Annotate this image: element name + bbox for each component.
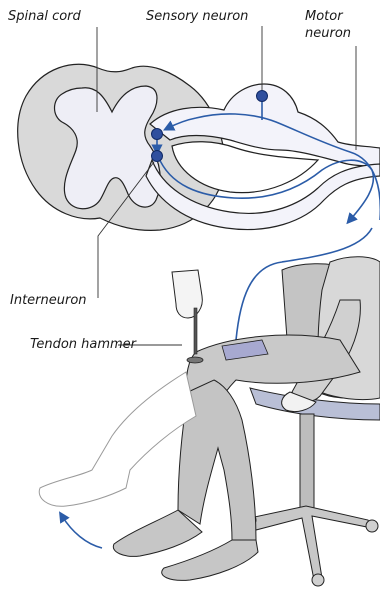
chair-wheel xyxy=(366,520,378,532)
label-motor-neuron-line2: neuron xyxy=(305,26,351,41)
label-interneuron: Interneuron xyxy=(10,293,87,308)
examiner-hand xyxy=(172,270,202,318)
tendon-hammer-handle xyxy=(194,308,197,354)
kicked-leg-ghost xyxy=(39,372,196,506)
chair-column xyxy=(300,414,314,510)
sensory-neuron-cell-body xyxy=(257,91,268,102)
chair-base xyxy=(250,506,372,580)
label-sensory-neuron: Sensory neuron xyxy=(146,9,248,24)
interneuron-cell-body xyxy=(152,129,163,140)
label-motor-neuron-line1: Motor xyxy=(305,9,343,24)
kick-arrow xyxy=(62,516,102,548)
chair-wheel xyxy=(312,574,324,586)
tendon-hammer-group xyxy=(172,270,203,363)
label-tendon-hammer: Tendon hammer xyxy=(30,337,136,352)
label-spinal-cord: Spinal cord xyxy=(8,9,81,24)
seated-person xyxy=(39,257,380,581)
tendon-hammer-head xyxy=(187,357,203,363)
motor-neuron-cell-body xyxy=(152,151,163,162)
